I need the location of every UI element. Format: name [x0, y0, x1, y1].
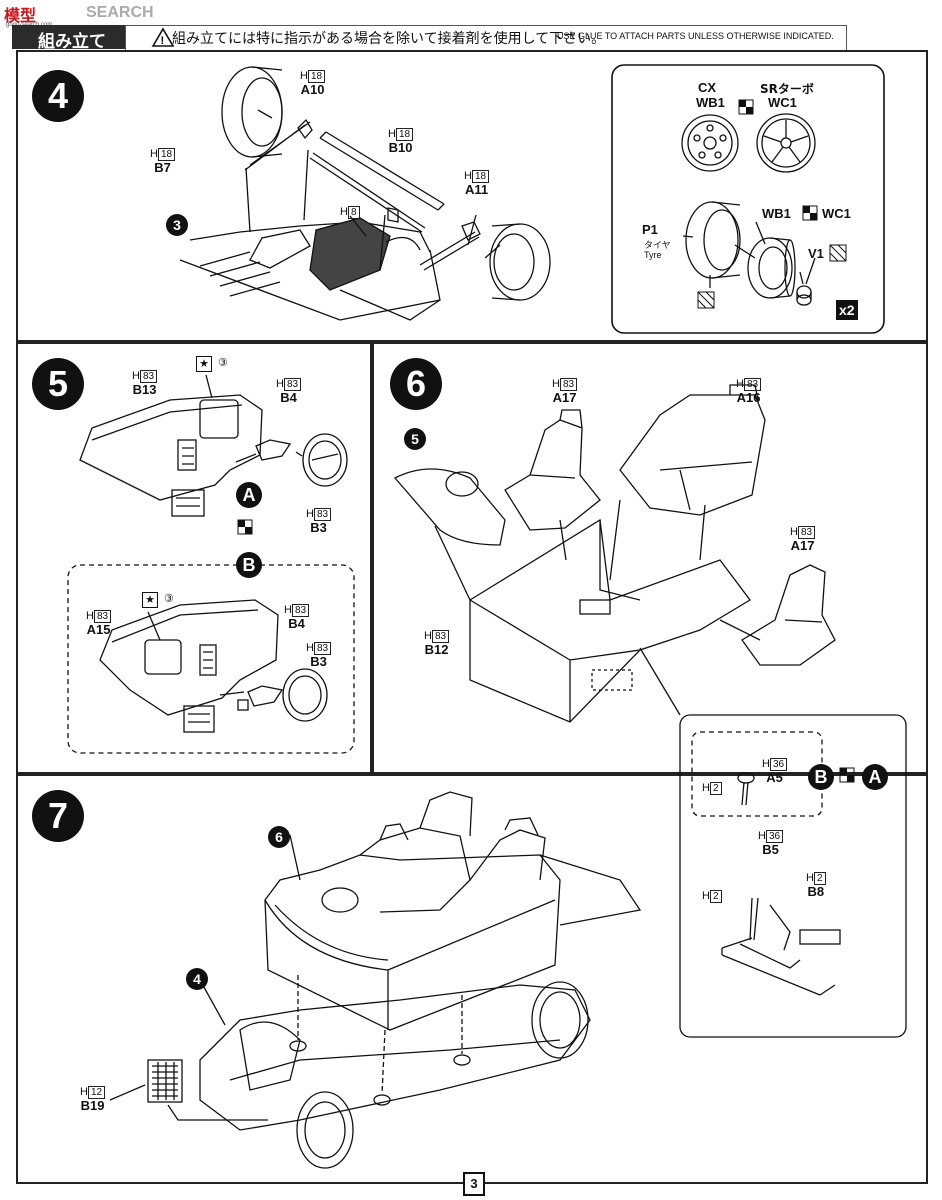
- watermark-brand: SEARCH: [86, 4, 154, 21]
- step-7-badge: 7: [32, 790, 84, 842]
- decal-ref-b: ③: [164, 593, 174, 605]
- instruction-english: USE GLUE TO ATTACH PARTS UNLESS OTHERWIS…: [557, 31, 834, 41]
- step-5-badge: 5: [32, 358, 84, 410]
- header-bar: [12, 25, 136, 49]
- subassembly-6-badge: 6: [268, 826, 290, 848]
- wheel-wb1-label: WB1: [696, 95, 725, 110]
- quantity-badge: x2: [836, 300, 858, 320]
- decal-ref-a: ③: [218, 357, 228, 369]
- page-number: 3: [463, 1172, 485, 1196]
- cap-v1-label: V1: [808, 246, 824, 261]
- step-4-badge: 4: [32, 70, 84, 122]
- star-icon: ★: [196, 356, 212, 372]
- warning-icon: !: [151, 27, 175, 47]
- wheel-wc1-label: WC1: [768, 95, 797, 110]
- wheel-wc1-part: WC1: [822, 206, 851, 221]
- wheel-sr-label: SRターボ: [760, 82, 814, 96]
- instruction-japanese: 組み立てには特に指示がある場合を除いて接着剤を使用して下さい。: [172, 31, 606, 47]
- option-a-badge: A: [236, 482, 262, 508]
- header-title: 組み立て: [38, 32, 106, 51]
- step6-panel: [370, 340, 928, 776]
- instruction-box: [125, 25, 847, 51]
- step-6-badge: 6: [390, 358, 442, 410]
- svg-text:!: !: [161, 35, 165, 47]
- subassembly-3-badge: 3: [166, 214, 188, 236]
- subassembly-4-badge: 4: [186, 968, 208, 990]
- wheel-wb1-part: WB1: [762, 206, 791, 221]
- star-icon-b: ★: [142, 592, 158, 608]
- subassembly-5-badge: 5: [404, 428, 426, 450]
- wheel-cx-label: CX: [698, 80, 717, 95]
- tyre-p1-label: P1: [642, 222, 658, 237]
- option-b-badge: B: [236, 552, 262, 578]
- detail-option-a-badge: A: [862, 764, 888, 790]
- page-header: 模型 SEARCH gogo-search.com 組み立て ! 組み立てには特…: [0, 0, 942, 52]
- step4-panel: [16, 50, 928, 344]
- step5-panel: [16, 340, 374, 776]
- watermark-logo: 模型: [4, 8, 37, 25]
- detail-option-b-badge: B: [808, 764, 834, 790]
- tyre-jp-label: タイヤ: [644, 241, 671, 251]
- tyre-en-label: Tyre: [644, 250, 662, 260]
